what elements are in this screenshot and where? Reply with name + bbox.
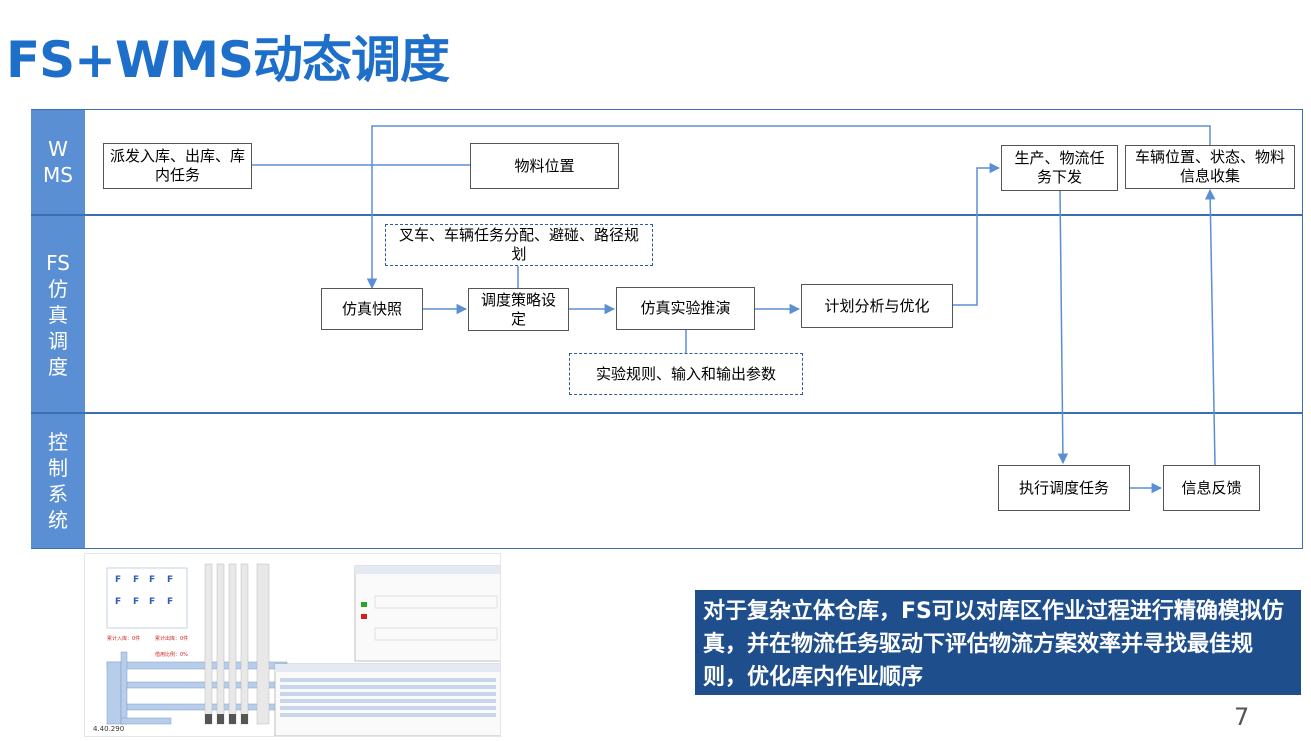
connector-feedback-collect (1204, 188, 1216, 466)
lane-divider (31, 214, 1303, 216)
node-vehicle-collect: 车辆位置、状态、物料信息收集 (1125, 145, 1295, 189)
page-number: 7 (1234, 703, 1250, 731)
node-feedback: 信息反馈 (1163, 465, 1260, 511)
note-experiment-rules: 实验规则、输入和输出参数 (569, 353, 803, 395)
node-execute-task: 执行调度任务 (998, 465, 1130, 511)
connector-production-execute (1057, 190, 1069, 465)
connector-plan-production (953, 162, 1001, 306)
lane-label-fs: FS 仿 真 调 度 (31, 216, 85, 413)
node-snapshot: 仿真快照 (321, 288, 423, 330)
svg-text:F: F (149, 597, 155, 607)
svg-text:F: F (133, 597, 139, 607)
screenshot-outbound: 累计出库：0件 (155, 635, 188, 642)
svg-text:F: F (115, 597, 121, 607)
node-dispatch-tasks: 派发入库、出库、库内任务 (103, 143, 252, 189)
node-plan-optimize: 计划分析与优化 (801, 284, 953, 328)
connector-top-loop (366, 125, 1211, 290)
lane-divider (31, 412, 1303, 414)
note-forklift-planning: 叉车、车辆任务分配、避碰、路径规划 (385, 224, 653, 266)
screenshot-counter: 4.40.290 (93, 725, 124, 733)
svg-text:F: F (167, 597, 173, 607)
lane-label-wms: W MS (31, 110, 85, 214)
node-experiment: 仿真实验推演 (616, 287, 755, 330)
node-production-task: 生产、物流任务下发 (1001, 145, 1118, 191)
lane-label-control: 控 制 系 统 (31, 414, 85, 548)
svg-text:F: F (115, 575, 121, 585)
summary-callout: 对于复杂立体仓库，FS可以对库区作业过程进行精确模拟仿真，并在物流任务驱动下评估… (695, 590, 1301, 695)
node-material-position: 物料位置 (470, 143, 619, 189)
svg-text:F: F (149, 575, 155, 585)
screenshot-rate: 借用比例：0% (155, 651, 188, 658)
node-strategy: 调度策略设定 (468, 288, 569, 331)
svg-text:F: F (133, 575, 139, 585)
svg-text:F: F (167, 575, 173, 585)
screenshot-inbound: 累计入库：0件 (107, 635, 140, 642)
page-title: FS+WMS动态调度 (6, 31, 450, 89)
